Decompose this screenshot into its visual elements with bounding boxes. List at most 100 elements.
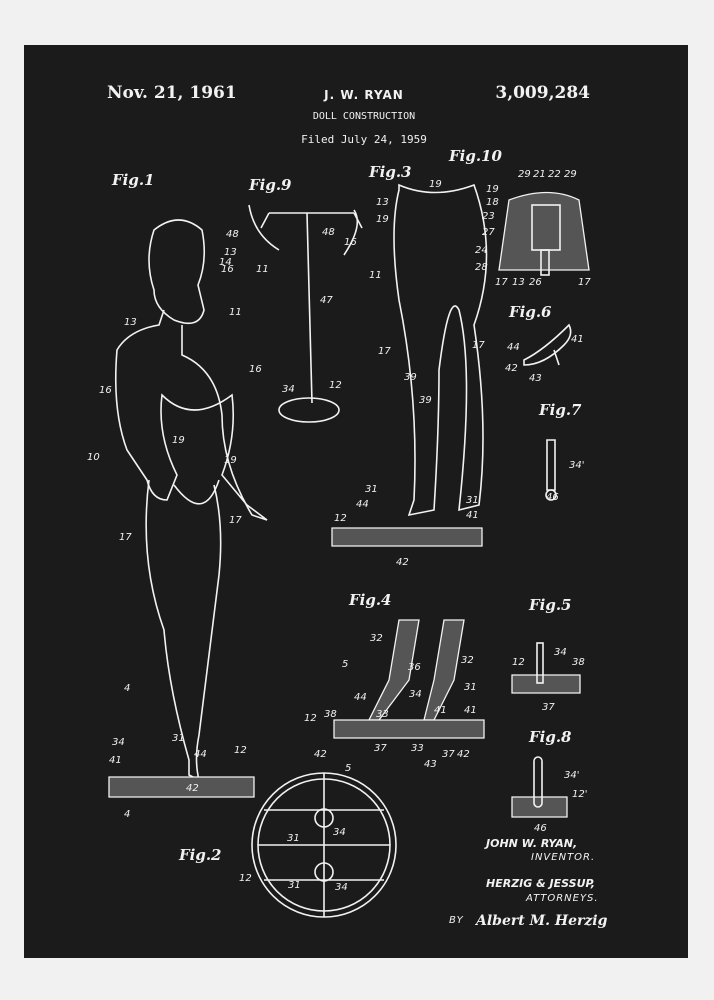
reference-numeral: 37 [442,749,455,760]
filed-date: Filed July 24, 1959 [301,133,427,146]
signature: Albert M. Herzig [474,913,608,929]
reference-numeral: 12 [512,657,525,668]
reference-numeral: 12 [329,380,342,391]
reference-numeral: 34 [112,737,125,748]
patent-number: 3,009,284 [495,83,590,103]
reference-numeral: 19 [429,179,442,190]
reference-numeral: 5 [342,659,348,670]
reference-numeral: 43 [424,759,437,770]
reference-numeral: 19 [376,214,389,225]
patent-title: DOLL CONSTRUCTION [312,111,416,122]
fig8-section [511,756,568,818]
reference-numeral: 17 [378,346,391,357]
reference-numeral: 31 [287,833,300,844]
reference-numeral: 44 [354,692,367,703]
figure-caption: Fig.5 [528,596,572,614]
reference-numeral: 42 [457,749,470,760]
reference-numeral: 16 [99,385,112,396]
reference-numeral: 17 [472,340,485,351]
fig4-section [333,619,485,739]
reference-numeral: 48 [322,227,335,238]
figure-caption: Fig.1 [111,171,155,189]
reference-numeral: 37 [542,702,555,713]
by-label: BY [449,915,464,926]
reference-numeral: 37 [374,743,387,754]
reference-numeral: 4 [124,809,130,820]
reference-numeral: 33 [411,743,424,754]
reference-numeral: 33 [376,709,389,720]
reference-numeral: 17 [119,532,132,543]
reference-numeral: 46 [534,823,547,834]
fig10-section [498,191,590,276]
figure-caption: Fig.8 [528,728,572,746]
reference-numeral: 23 [482,211,495,222]
reference-numeral: 44 [507,342,520,353]
reference-numeral: 31 [288,880,301,891]
reference-numeral: 41 [466,510,479,521]
reference-numeral: 34 [409,689,422,700]
reference-numeral: 41 [109,755,122,766]
figure-caption: Fig.4 [348,591,392,609]
fig9-stand [248,204,363,423]
reference-numeral: 13 [124,317,137,328]
reference-numeral: 38 [572,657,585,668]
reference-numeral: 13 [224,247,237,258]
reference-numeral: 16 [249,364,262,375]
reference-numeral: 17 [229,515,242,526]
reference-numeral: 34 [282,384,295,395]
reference-numeral: 14 [219,257,232,268]
reference-numeral: 34' [564,770,579,781]
reference-numeral: 31 [466,495,479,506]
figure-caption: Fig.2 [178,846,222,864]
reference-numeral: 13 [512,277,525,288]
fig3-legs [331,183,488,547]
reference-numeral: 41 [434,705,447,716]
reference-numeral: 42 [505,363,518,374]
reference-numeral: 47 [320,295,333,306]
reference-numeral: 19 [486,184,499,195]
reference-numeral: 12 [239,873,252,884]
reference-numeral: 48 [226,229,239,240]
reference-numeral: 13 [376,197,389,208]
inventor-label: JOHN W. RYAN, [484,837,577,850]
fig1-doll [114,219,268,782]
reference-numeral: 42 [186,783,199,794]
patent-drawing-sheet: Nov. 21, 1961 J. W. RYAN 3,009,284 DOLL … [24,45,688,958]
figure-caption: Fig.3 [368,163,412,181]
reference-numeral: 39 [404,372,417,383]
figure-caption: Fig.9 [248,176,292,194]
reference-numeral: 11 [256,264,269,275]
reference-numeral: 41 [464,705,477,716]
reference-numeral: 27 [482,227,495,238]
fig1-base [108,776,255,798]
reference-numeral: 19 [172,435,185,446]
reference-numeral: 31 [172,733,185,744]
reference-numeral: 19 [224,455,237,466]
reference-numeral: 34 [333,827,346,838]
reference-numeral: 5 [345,763,351,774]
figure-caption: Fig.7 [538,401,582,419]
attorneys-role: ATTORNEYS. [525,893,599,904]
reference-numeral: 21 [533,169,546,180]
reference-numeral: 11 [369,270,382,281]
reference-numeral: 42 [396,557,409,568]
reference-numeral: 43 [529,373,542,384]
inventor-role: INVENTOR. [531,852,595,863]
figure-caption: Fig.6 [508,303,552,321]
reference-numeral: 26 [529,277,542,288]
reference-numeral: 18 [486,197,499,208]
reference-numeral: 17 [578,277,591,288]
fig7-pin [545,439,557,501]
reference-numeral: 12 [304,713,317,724]
patent-date: Nov. 21, 1961 [107,83,237,103]
reference-numeral: 31 [365,484,378,495]
reference-numeral: 16 [344,237,357,248]
reference-numeral: 12 [334,513,347,524]
reference-numeral: 10 [87,452,100,463]
reference-numeral: 39 [419,395,432,406]
reference-numeral: 36 [408,662,421,673]
reference-numeral: 38 [324,709,337,720]
reference-numeral: 24 [475,245,488,256]
fig6-shoe [523,323,572,366]
